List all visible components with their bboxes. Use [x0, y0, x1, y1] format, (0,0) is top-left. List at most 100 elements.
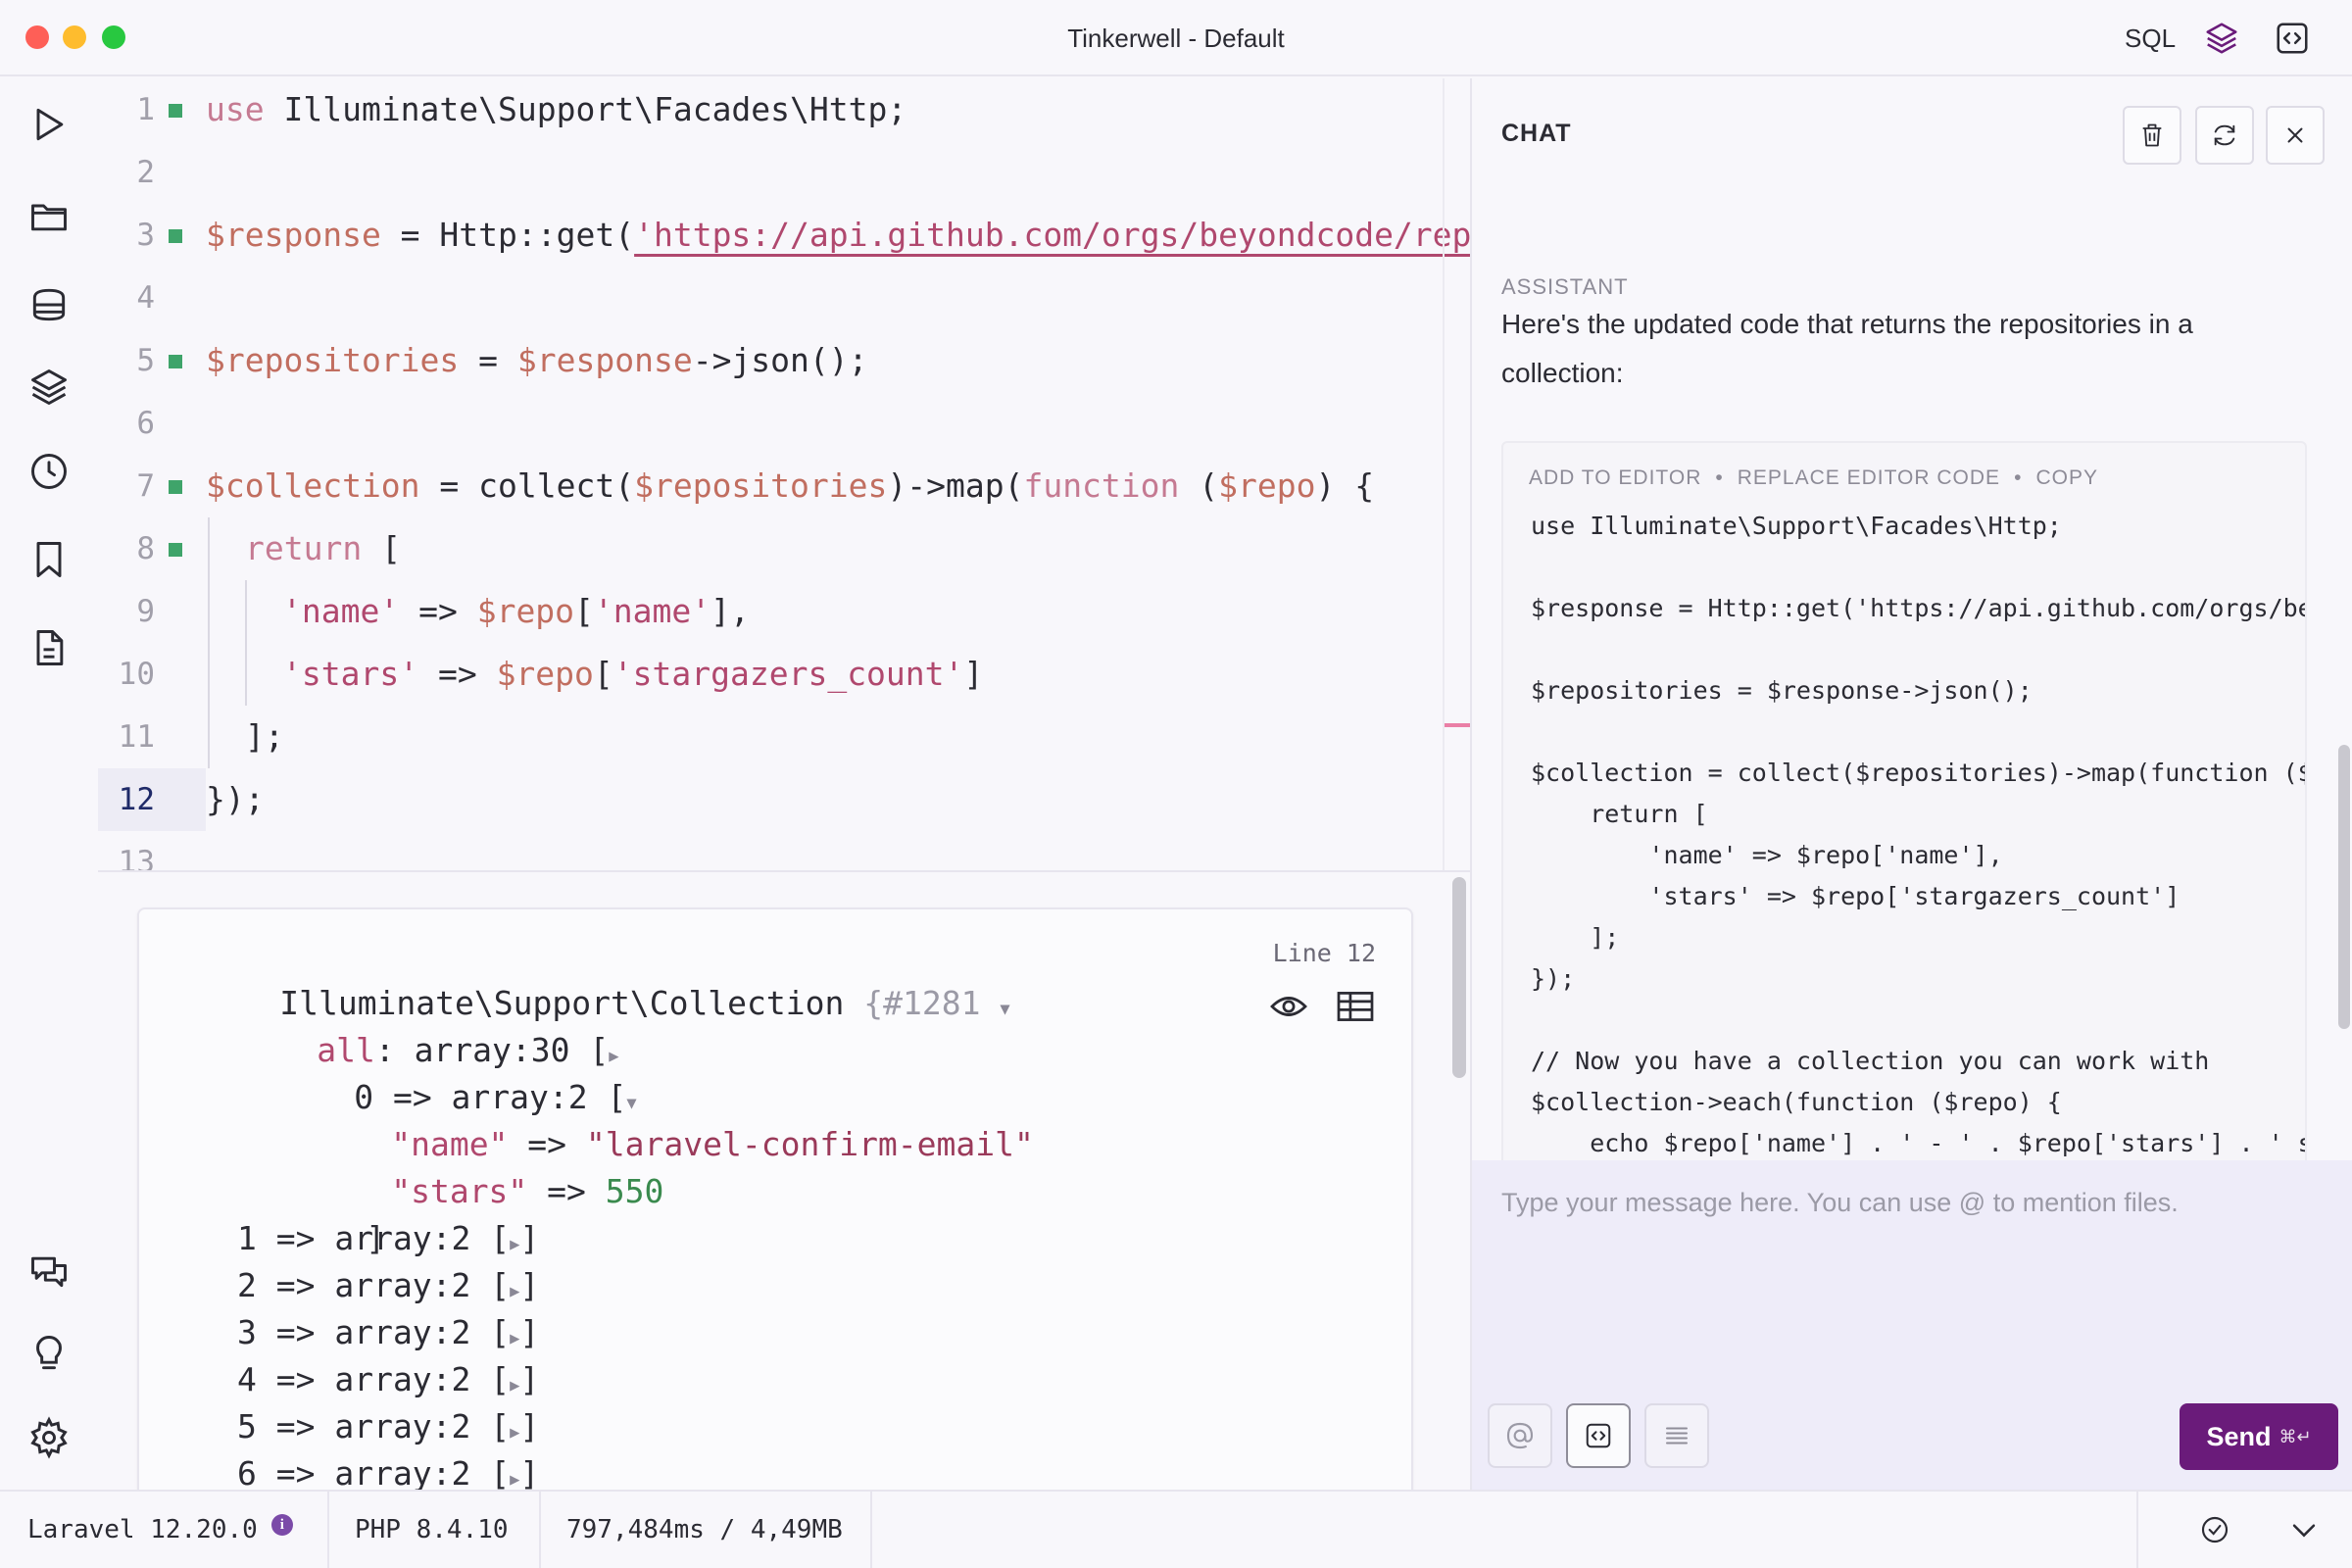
copy-link[interactable]: COPY: [2035, 466, 2098, 489]
code-panel-icon[interactable]: [2274, 20, 2311, 57]
chat-bubbles-icon[interactable]: [24, 1247, 74, 1296]
output-row[interactable]: 6 => array:2 [▶]: [237, 1450, 539, 1490]
output-scrollbar[interactable]: [1452, 877, 1466, 1078]
code-token: ->json();: [692, 341, 868, 379]
expand-toggle-icon[interactable]: ▶: [609, 1047, 619, 1066]
mention-button[interactable]: [1488, 1403, 1552, 1468]
expand-toggle-icon[interactable]: ▶: [510, 1282, 520, 1301]
code-line[interactable]: 2: [98, 141, 1470, 204]
refresh-icon: [2214, 124, 2235, 146]
refresh-chat-button[interactable]: [2195, 106, 2254, 165]
line-number: 11: [118, 719, 155, 755]
output-row[interactable]: 5 => array:2 [▶]: [237, 1403, 539, 1456]
sql-button[interactable]: SQL: [2125, 24, 2177, 53]
run-icon[interactable]: [24, 100, 74, 149]
line-number: 4: [136, 280, 155, 316]
code-line[interactable]: 11 ];: [98, 706, 1470, 768]
minimize-window-button[interactable]: [63, 25, 86, 49]
clear-chat-button[interactable]: [2123, 106, 2181, 165]
code-token: function: [1023, 466, 1180, 505]
trash-icon: [2142, 123, 2162, 147]
chat-scrollbar[interactable]: [2338, 745, 2350, 1029]
collapse-toggle-icon[interactable]: ▼: [626, 1094, 637, 1113]
lightbulb-icon[interactable]: [24, 1329, 74, 1378]
expand-toggle-icon[interactable]: ▶: [510, 1470, 520, 1490]
code-token: [: [362, 529, 401, 567]
zoom-window-button[interactable]: [102, 25, 125, 49]
code-token: = Http::get(: [380, 216, 635, 254]
expand-toggle-icon[interactable]: ▶: [510, 1235, 520, 1254]
chat-panel: CHAT ASSISTANT Here's the updated code t…: [1470, 78, 2352, 1490]
document-icon[interactable]: [24, 623, 74, 672]
folder-icon[interactable]: [24, 192, 74, 241]
table-view-icon[interactable]: [1337, 990, 1374, 1023]
attach-code-button[interactable]: [1566, 1403, 1631, 1468]
bookmark-icon[interactable]: [24, 535, 74, 584]
chat-message-input[interactable]: [1501, 1188, 2325, 1384]
code-token: Illuminate\Support\Facades\Http;: [264, 90, 907, 128]
code-token: $response: [516, 341, 693, 379]
code-editor[interactable]: 1 use Illuminate\Support\Facades\Http; 2…: [98, 78, 1470, 870]
layers-icon[interactable]: [2203, 20, 2240, 57]
code-line[interactable]: 13: [98, 831, 1470, 870]
code-token: = collect(: [419, 466, 635, 505]
settings-gear-icon[interactable]: [24, 1413, 74, 1462]
output-row[interactable]: 4 => array:2 [▶]: [237, 1356, 539, 1409]
code-line[interactable]: 10 'stars' => $repo['stargazers_count']: [98, 643, 1470, 706]
code-token: 'stars': [282, 655, 419, 693]
code-line[interactable]: 6: [98, 392, 1470, 455]
line-number: 13: [118, 845, 155, 870]
line-number: 6: [136, 406, 155, 441]
code-line[interactable]: 7 $collection = collect($repositories)->…: [98, 455, 1470, 517]
expand-toggle-icon[interactable]: ▶: [510, 1376, 520, 1396]
code-token: return: [245, 529, 363, 567]
code-token: [: [574, 592, 594, 630]
output-arrow: =>: [527, 1172, 606, 1210]
chat-messages[interactable]: ASSISTANT Here's the updated code that r…: [1472, 186, 2352, 1238]
code-token: ],: [710, 592, 750, 630]
code-token: $collection: [206, 466, 420, 505]
output-line: "stars" => 550: [274, 1121, 663, 1262]
expand-toggle-icon[interactable]: ▶: [510, 1329, 520, 1348]
history-clock-icon[interactable]: [24, 447, 74, 496]
eye-icon[interactable]: [1268, 990, 1309, 1023]
separator-dot: •: [2014, 466, 2023, 489]
code-token: 'name': [282, 592, 400, 630]
code-line[interactable]: 3 $response = Http::get('https://api.git…: [98, 204, 1470, 267]
line-number: 8: [136, 531, 155, 566]
performance-stats: 797,484ms / 4,49MB: [566, 1515, 843, 1544]
code-line[interactable]: 8 return [: [98, 517, 1470, 580]
send-button[interactable]: Send⌘↵: [2180, 1403, 2338, 1470]
layers-icon[interactable]: [24, 363, 74, 412]
output-value: 1 => array:2 [: [237, 1219, 511, 1257]
code-line[interactable]: 9 'name' => $repo['name'],: [98, 580, 1470, 643]
code-line[interactable]: 4: [98, 267, 1470, 329]
code-token: =>: [399, 592, 477, 630]
output-bracket: ]: [366, 1219, 386, 1257]
collapse-toggle-icon[interactable]: ▼: [1000, 1000, 1010, 1019]
code-line[interactable]: 1 use Illuminate\Support\Facades\Http;: [98, 78, 1470, 141]
output-row[interactable]: 2 => array:2 [▶]: [237, 1262, 539, 1315]
code-token: $repo: [1218, 466, 1316, 505]
database-icon[interactable]: [24, 280, 74, 329]
code-token: });: [206, 780, 265, 818]
send-shortcut: ⌘↵: [2278, 1426, 2312, 1446]
sidebar: [0, 78, 98, 1490]
context-lines-button[interactable]: [1644, 1403, 1709, 1468]
add-to-editor-link[interactable]: ADD TO EDITOR: [1529, 466, 1702, 489]
expand-toggle-icon[interactable]: ▶: [510, 1423, 520, 1443]
replace-editor-code-link[interactable]: REPLACE EDITOR CODE: [1737, 466, 2001, 489]
chevron-down-icon[interactable]: [2287, 1492, 2321, 1568]
check-circle-icon[interactable]: [2199, 1492, 2230, 1568]
code-line-active[interactable]: 12 });: [98, 768, 1470, 831]
line-marker: [169, 355, 182, 368]
code-line[interactable]: 5 $repositories = $response->json();: [98, 329, 1470, 392]
output-row[interactable]: 3 => array:2 [▶]: [237, 1309, 539, 1362]
code-token: $repo: [496, 655, 594, 693]
output-line: "name" => "laravel-confirm-email": [274, 1074, 1034, 1215]
close-window-button[interactable]: [25, 25, 49, 49]
info-icon[interactable]: i: [270, 1514, 293, 1536]
output-row[interactable]: 1 => array:2 [▶]: [237, 1215, 539, 1268]
close-chat-button[interactable]: [2266, 106, 2325, 165]
